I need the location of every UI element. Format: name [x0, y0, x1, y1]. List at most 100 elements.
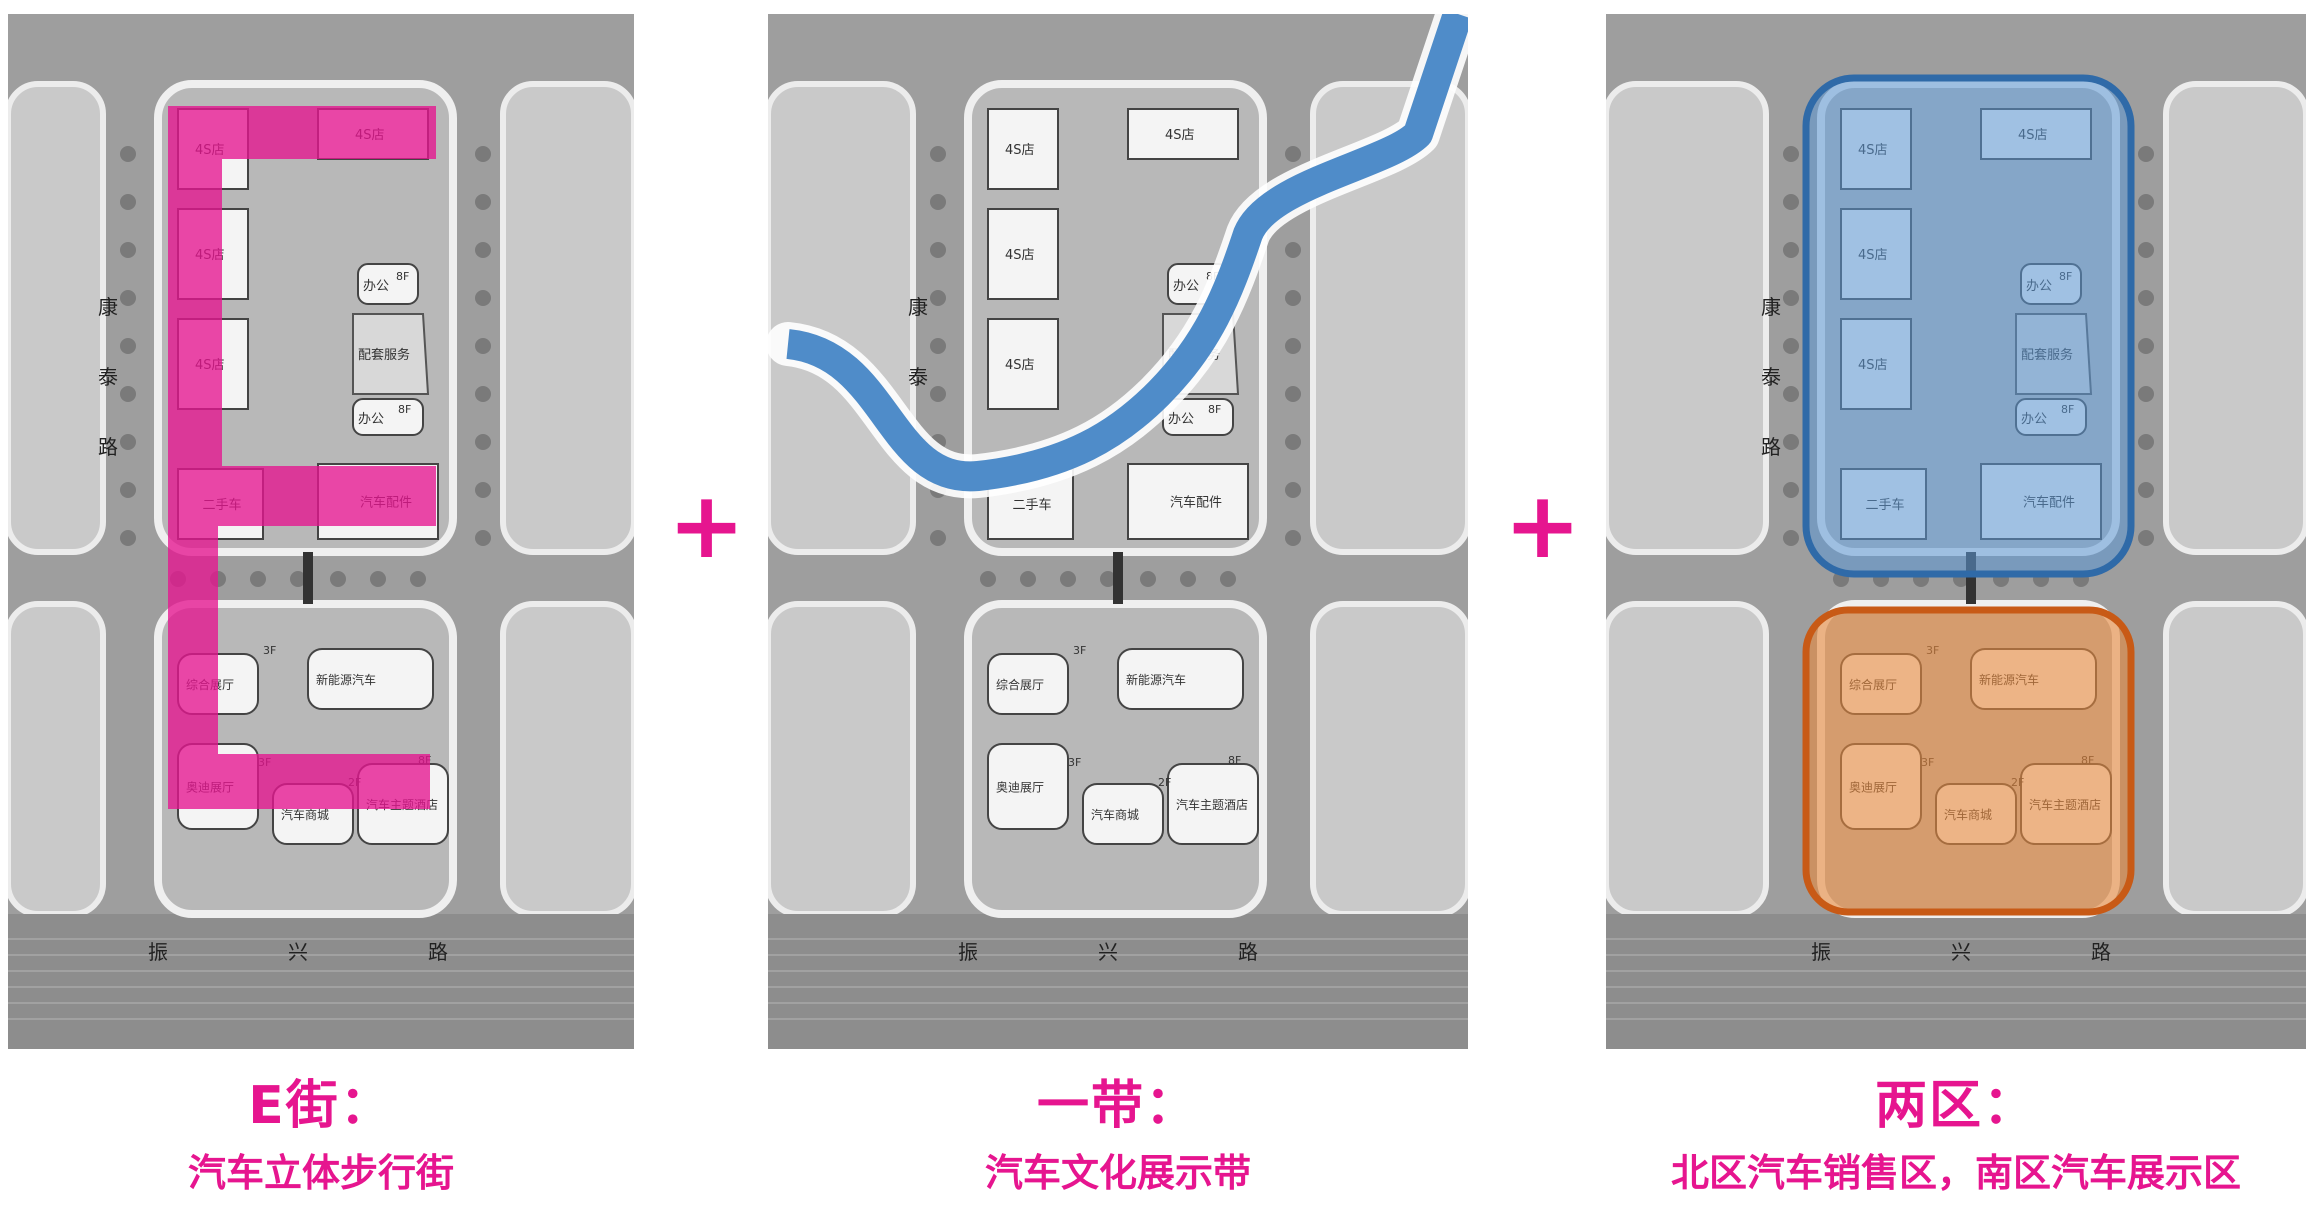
- road-label-kangtai: 泰: [908, 365, 928, 389]
- support-label: 配套服务: [358, 347, 410, 363]
- road-label-zhenxing: 振: [1811, 940, 1831, 964]
- tree-dot: [2138, 338, 2154, 354]
- tree-dot: [930, 194, 946, 210]
- road-label-zhenxing: 兴: [1951, 940, 1971, 964]
- tree-dot: [930, 338, 946, 354]
- neighbour-block: [500, 81, 634, 555]
- road-label-zhenxing: 路: [428, 940, 448, 964]
- tree-dot: [930, 242, 946, 258]
- road-label-kangtai: 康: [98, 295, 118, 319]
- tree-dot: [475, 194, 491, 210]
- tree-dot: [1783, 338, 1799, 354]
- road-label-zhenxing: 振: [958, 940, 978, 964]
- tree-dot: [410, 571, 426, 587]
- neighbour-block: [768, 81, 916, 555]
- south-zone: [1802, 606, 2135, 916]
- road-label-kangtai: 康: [908, 295, 928, 319]
- tree-dot: [1285, 242, 1301, 258]
- floor-label: 8F: [398, 403, 411, 416]
- neighbour-block: [8, 601, 106, 917]
- neighbour-block: [1310, 81, 1468, 555]
- tree-dot: [475, 482, 491, 498]
- road-label-zhenxing: 振: [148, 940, 168, 964]
- building: [1117, 648, 1244, 710]
- site-plan-1: 4S店4S店4S店4S店二手车汽车配件办公8F配套服务办公8F综合展厅新能源汽车…: [8, 14, 634, 1049]
- tree-dot: [2138, 290, 2154, 306]
- caption-two-zones: 两区： 北区汽车销售区，南区汽车展示区: [1606, 1076, 2306, 1196]
- building-label: 二手车: [1013, 497, 1052, 513]
- panel-e-street: 4S店4S店4S店4S店二手车汽车配件办公8F配套服务办公8F综合展厅新能源汽车…: [8, 14, 634, 1049]
- neighbour-block: [2163, 601, 2306, 917]
- tree-dot: [475, 338, 491, 354]
- caption-subtitle: 汽车文化展示带: [984, 1151, 1251, 1195]
- site-plan-3: 4S店4S店4S店4S店二手车汽车配件办公8F配套服务办公8F综合展厅新能源汽车…: [1606, 14, 2306, 1049]
- neighbour-block: [2163, 81, 2306, 555]
- caption-subtitle: 北区汽车销售区，南区汽车展示区: [1670, 1151, 2241, 1195]
- floor-label: 8F: [1208, 403, 1221, 416]
- tree-dot: [1220, 571, 1236, 587]
- tree-dot: [1783, 434, 1799, 450]
- tree-dot: [475, 434, 491, 450]
- site-plan-2: 4S店4S店4S店4S店二手车汽车配件办公8F配套服务办公8F综合展厅新能源汽车…: [768, 14, 1468, 1049]
- building-label: 汽车商城: [281, 807, 329, 822]
- floor-label: 3F: [263, 644, 276, 657]
- tree-dot: [120, 386, 136, 402]
- office-label: 办公: [358, 412, 384, 427]
- tree-dot: [1783, 242, 1799, 258]
- bridge: [303, 552, 313, 604]
- tree-dot: [1060, 571, 1076, 587]
- caption-title: 一带：: [1036, 1076, 1199, 1136]
- building-label: 汽车配件: [1170, 495, 1222, 511]
- building: [352, 313, 430, 395]
- plus-sign-2: +: [1504, 472, 1582, 579]
- tree-dot: [980, 571, 996, 587]
- building-label: 4S店: [1165, 128, 1195, 143]
- road-label-zhenxing: 路: [1238, 940, 1258, 964]
- building: [987, 208, 1059, 300]
- tree-dot: [1140, 571, 1156, 587]
- building-label: 4S店: [1005, 143, 1035, 158]
- neighbour-block: [1310, 601, 1468, 917]
- tree-dot: [250, 571, 266, 587]
- road-zhenxing: [8, 914, 634, 1049]
- road-label-kangtai: 路: [1761, 435, 1781, 459]
- building-label: 4S店: [1005, 248, 1035, 263]
- road-label-kangtai: 泰: [1761, 365, 1781, 389]
- road-label-kangtai: 路: [98, 435, 118, 459]
- neighbour-block: [768, 601, 916, 917]
- road-label-zhenxing: 兴: [288, 940, 308, 964]
- tree-dot: [2138, 434, 2154, 450]
- tree-dot: [2138, 146, 2154, 162]
- tree-dot: [2138, 242, 2154, 258]
- tree-dot: [120, 146, 136, 162]
- tree-dot: [370, 571, 386, 587]
- tree-dot: [1783, 530, 1799, 546]
- tree-dot: [475, 290, 491, 306]
- floor-label: 8F: [396, 270, 409, 283]
- building: [1082, 783, 1164, 845]
- plus-sign-1: +: [668, 472, 746, 579]
- tree-dot: [120, 290, 136, 306]
- building: [1127, 463, 1249, 540]
- tree-dot: [475, 242, 491, 258]
- building: [987, 318, 1059, 410]
- tree-dot: [1020, 571, 1036, 587]
- building: [1167, 763, 1259, 845]
- panel-two-zones: 4S店4S店4S店4S店二手车汽车配件办公8F配套服务办公8F综合展厅新能源汽车…: [1606, 14, 2306, 1049]
- tree-dot: [1285, 338, 1301, 354]
- tree-dot: [475, 530, 491, 546]
- floor-label: 3F: [1073, 644, 1086, 657]
- office-label: 办公: [1173, 279, 1199, 294]
- tree-dot: [1783, 146, 1799, 162]
- road-label-kangtai: 泰: [98, 365, 118, 389]
- tree-dot: [1285, 146, 1301, 162]
- culture-belt-river: [768, 14, 1468, 499]
- building: [307, 648, 434, 710]
- tree-dot: [930, 290, 946, 306]
- tree-dot: [1783, 194, 1799, 210]
- tree-dot: [120, 434, 136, 450]
- tree-dot: [1783, 290, 1799, 306]
- floor-label: 8F: [1228, 754, 1241, 767]
- tree-dot: [930, 386, 946, 402]
- neighbour-block: [1606, 601, 1769, 917]
